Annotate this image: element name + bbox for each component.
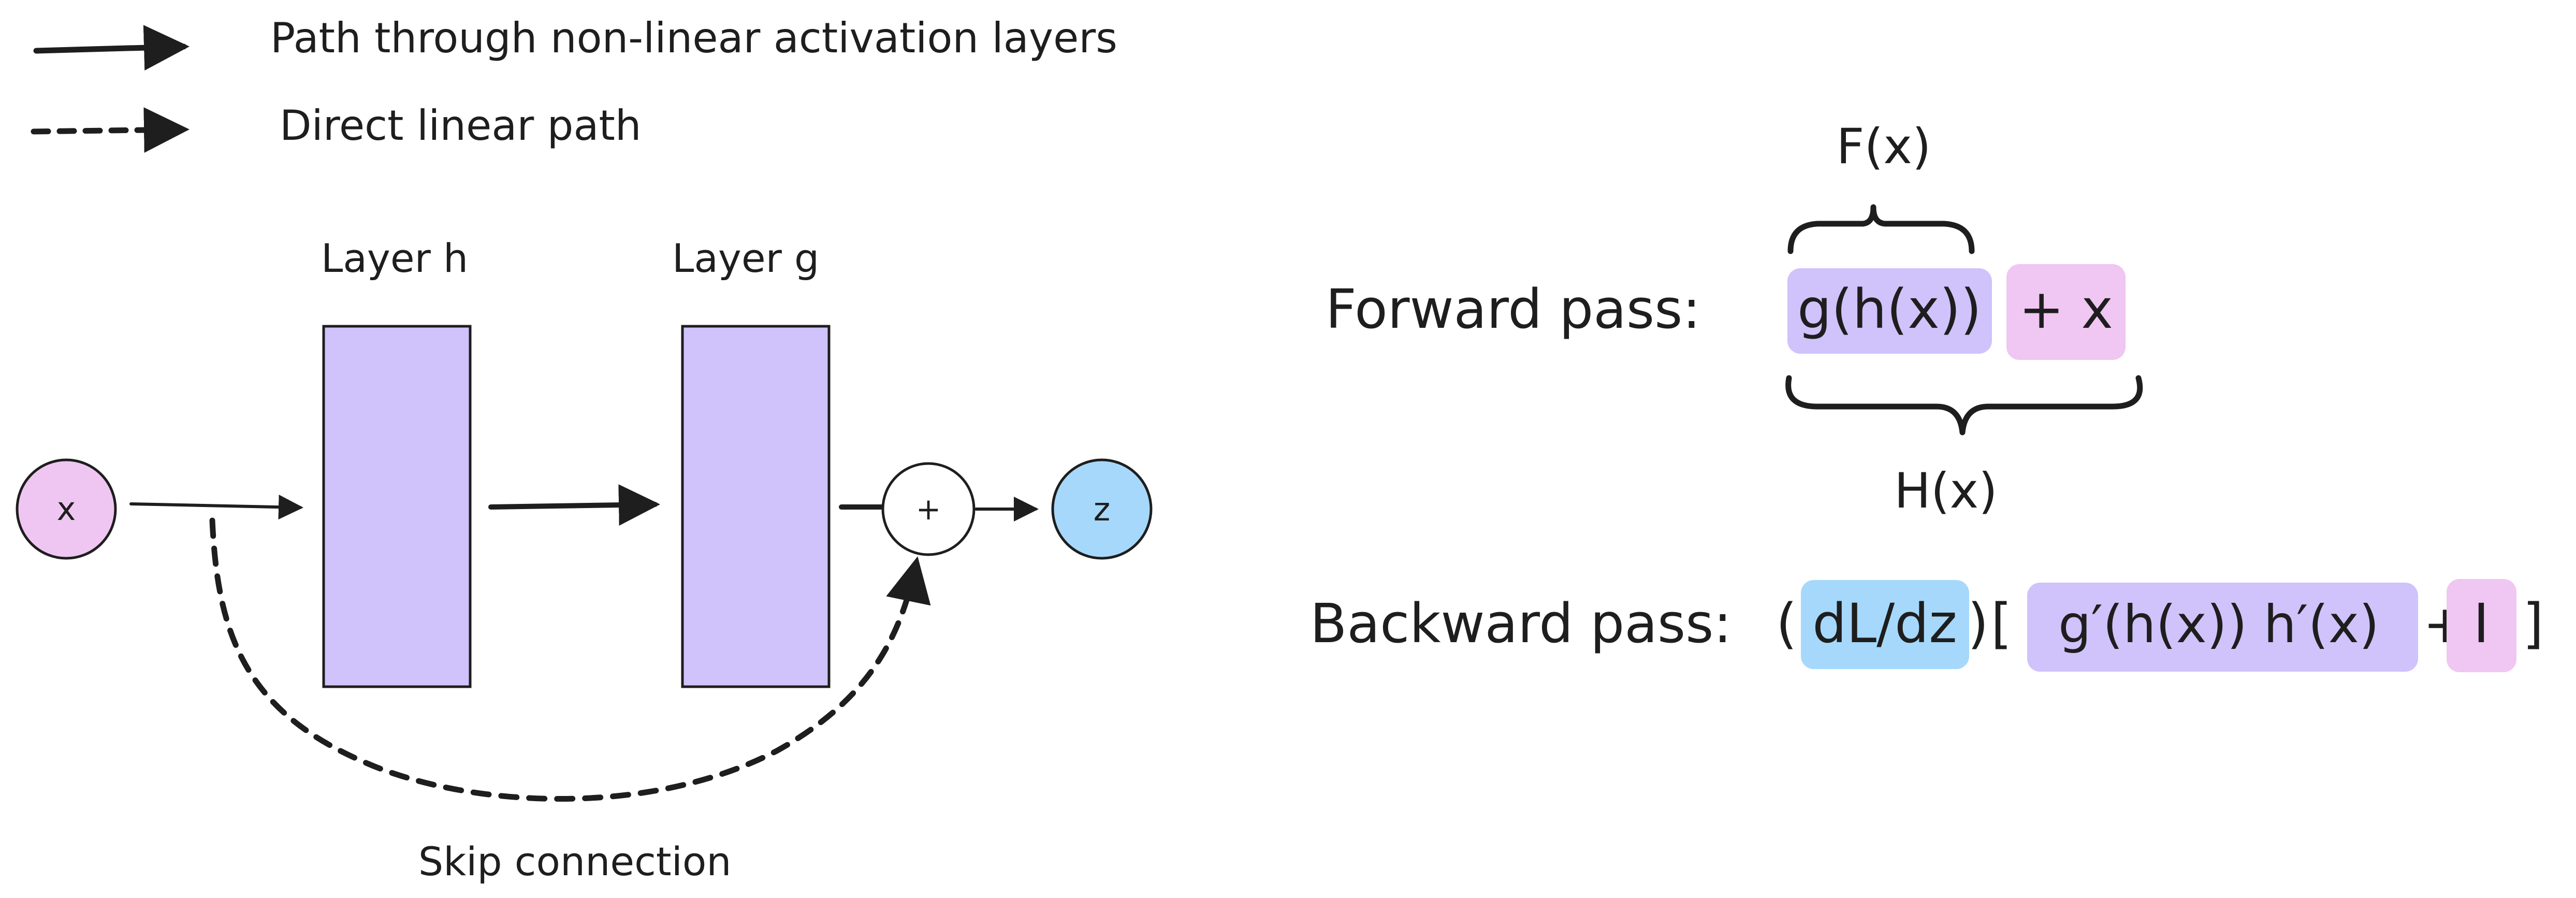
h-of-x-label: H(x) bbox=[1894, 463, 1998, 519]
h-brace bbox=[1785, 375, 2143, 436]
legend-dashed-label: Direct linear path bbox=[280, 102, 642, 150]
input-node-label: x bbox=[57, 490, 76, 528]
plus-x-term: + x bbox=[2019, 278, 2113, 341]
legend-solid-label: Path through non-linear activation layer… bbox=[270, 14, 1117, 62]
identity-term: I bbox=[2473, 592, 2490, 655]
layer-h-block bbox=[322, 325, 472, 688]
forward-pass-label: Forward pass: bbox=[1326, 278, 1700, 341]
backward-pass-equation: Backward pass: ( dL/dz ) [ g′(h(x)) h′(x… bbox=[1310, 579, 2544, 672]
derivative-term-box bbox=[2027, 583, 2418, 672]
derivative-term: g′(h(x)) h′(x) bbox=[2058, 594, 2379, 655]
output-node-label: z bbox=[1094, 490, 1111, 528]
legend-dashed-arrow bbox=[31, 107, 190, 153]
plus-x-term-box bbox=[2006, 264, 2126, 360]
backward-open-bracket: [ bbox=[1991, 592, 2012, 655]
backward-close-bracket: ] bbox=[2523, 592, 2544, 655]
backward-open-paren: ( bbox=[1776, 592, 1797, 655]
skip-connection-path bbox=[209, 517, 931, 802]
arrow-input-to-layer-h bbox=[129, 495, 303, 520]
network: x Layer h Layer g + z Skip connection bbox=[16, 235, 1153, 885]
backward-close-paren: ) bbox=[1968, 592, 1989, 655]
layer-g-block bbox=[681, 325, 831, 688]
forward-pass-equation: Forward pass: F(x) g(h(x)) + x H(x) bbox=[1326, 119, 2143, 519]
backward-pass-label: Backward pass: bbox=[1310, 592, 1731, 655]
dldz-term: dL/dz bbox=[1812, 592, 1957, 655]
sum-node: + bbox=[881, 462, 976, 556]
gh-term: g(h(x)) bbox=[1797, 278, 1982, 341]
sum-node-label: + bbox=[916, 491, 941, 527]
legend-solid-arrow bbox=[33, 25, 190, 71]
layer-g-label: Layer g bbox=[672, 235, 819, 281]
layer-h-label: Layer h bbox=[321, 235, 468, 281]
f-of-x-label: F(x) bbox=[1836, 119, 1931, 175]
identity-term-box bbox=[2447, 579, 2516, 672]
output-node: z bbox=[1051, 458, 1153, 560]
dldz-term-box bbox=[1801, 580, 1969, 669]
legend: Path through non-linear activation layer… bbox=[31, 14, 1117, 153]
arrow-layer-h-to-layer-g bbox=[488, 484, 660, 526]
f-brace bbox=[1787, 204, 1975, 254]
input-node: x bbox=[16, 458, 117, 560]
skip-connection-label: Skip connection bbox=[418, 838, 732, 885]
gh-term-box bbox=[1787, 268, 1992, 354]
